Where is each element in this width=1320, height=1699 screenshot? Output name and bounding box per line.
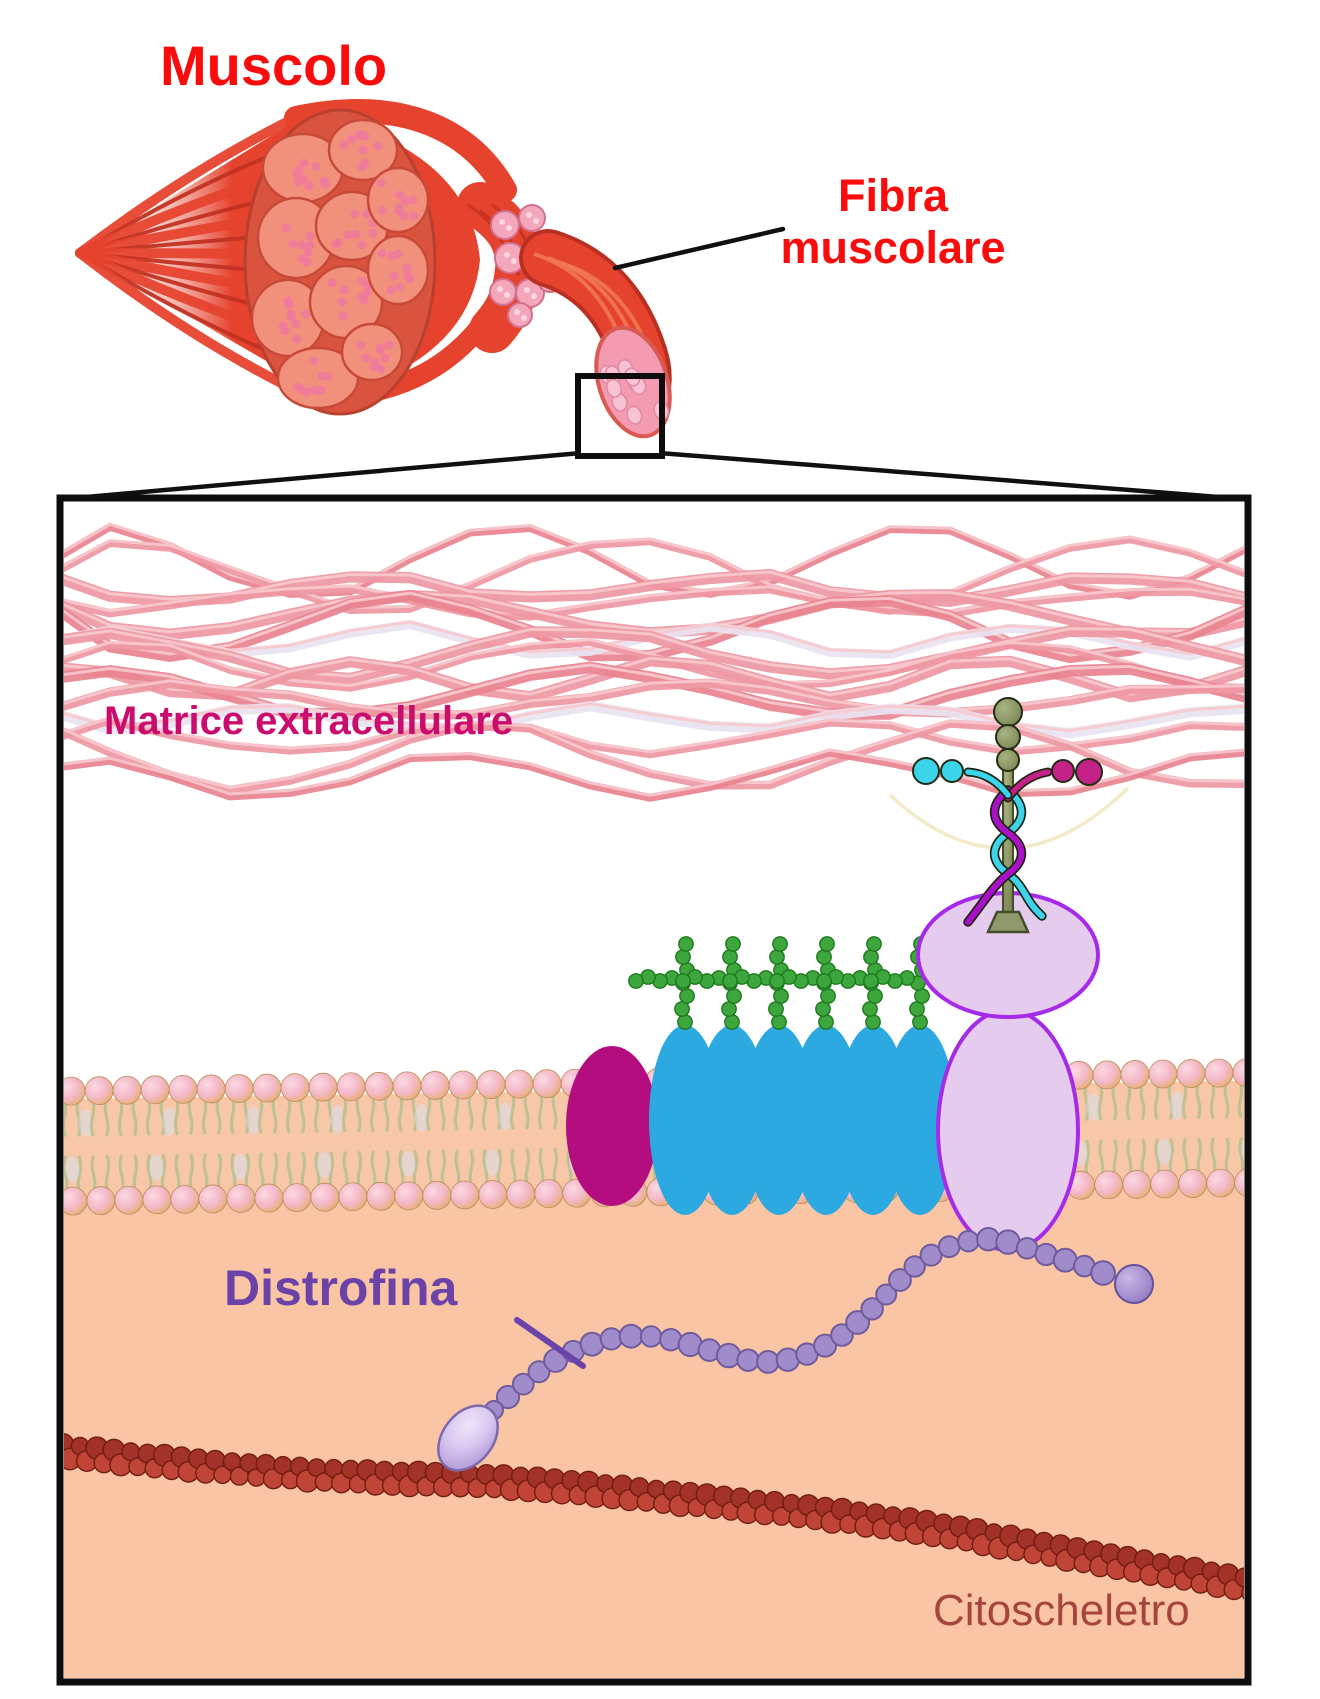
zoom-inset-content (64, 522, 1244, 1678)
muscle-title: Muscolo (160, 34, 388, 97)
zoom-source-square (575, 373, 665, 459)
extracellular-matrix-label: Matrice extracellulare (104, 699, 514, 743)
fiber-pointer-line (612, 226, 786, 271)
laminin-protein (912, 697, 1103, 934)
zoom-connector-left (63, 450, 582, 502)
sarcoglycan-proteins (649, 1025, 956, 1215)
extracellular-matrix-fibers (64, 522, 1244, 802)
glycan-chains (628, 936, 930, 1030)
actin-filament (64, 1433, 1244, 1601)
dystrophin-actin-binding-domain (437, 1404, 499, 1472)
zoom-connector-right (658, 450, 1245, 502)
sarcospan-protein (566, 1046, 658, 1206)
dystrophin-c-terminus (1114, 1264, 1154, 1304)
muscle-fiber-label: Fibra muscolare (780, 170, 1006, 273)
fiber-cross-section (594, 325, 672, 439)
zoom-inset-border (56, 494, 1252, 1686)
dystrophin-protein (437, 1227, 1154, 1472)
muscle-illustration (63, 99, 1245, 502)
cytoskeleton-label: Citoscheletro (933, 1586, 1190, 1635)
dystrophin-pointer-line (514, 1317, 586, 1369)
dystroglycan-complex (916, 891, 1100, 1252)
dystrophin-label: Distrofina (224, 1260, 458, 1316)
